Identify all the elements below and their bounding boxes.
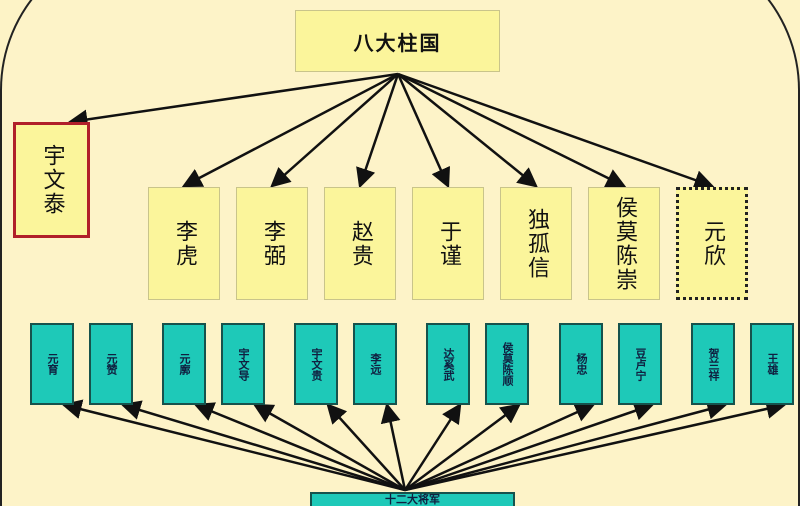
arrow [396, 73, 450, 189]
pillar-box: 于谨 [412, 187, 484, 300]
pillar-box: 李弼 [236, 187, 308, 300]
arrow [403, 402, 462, 491]
general-box: 李远 [353, 323, 397, 405]
pillar-box: 李虎 [148, 187, 220, 300]
arrow [270, 73, 399, 188]
general-box: 元育 [30, 323, 74, 405]
arrow [404, 403, 596, 492]
arrow [397, 73, 538, 188]
pillar-box: 侯莫陈崇 [588, 187, 660, 300]
general-box: 侯莫陈顺 [485, 323, 529, 405]
leader-box: 宇文泰 [13, 122, 90, 238]
arrow [380, 402, 407, 491]
arrow [404, 399, 728, 492]
general-box: 贺兰祥 [691, 323, 735, 405]
arrow [120, 400, 406, 492]
pillar-box: 元欣 [676, 187, 748, 300]
arrow [397, 72, 627, 188]
arrow [326, 403, 406, 491]
general-box: 达奚武 [426, 323, 470, 405]
arrow [193, 402, 406, 492]
arrow [356, 73, 400, 189]
arrow [181, 72, 399, 188]
general-box: 元廓 [162, 323, 206, 405]
general-box: 宇文导 [221, 323, 265, 405]
pillar-box: 独孤信 [500, 187, 572, 300]
title-box: 八大柱国 [295, 10, 500, 72]
arrow [404, 401, 655, 492]
arrow [67, 72, 399, 130]
general-box: 元赞 [89, 323, 133, 405]
arrow [404, 399, 787, 492]
general-box: 宇文贵 [294, 323, 338, 405]
arrow [252, 403, 406, 492]
arrow [404, 403, 522, 492]
arrow [61, 399, 406, 492]
arrow [397, 72, 715, 190]
pillar-box: 赵贵 [324, 187, 396, 300]
bottom-box: 十二大将军 [310, 492, 515, 506]
general-box: 豆卢宁 [618, 323, 662, 405]
general-box: 杨忠 [559, 323, 603, 405]
general-box: 王雄 [750, 323, 794, 405]
